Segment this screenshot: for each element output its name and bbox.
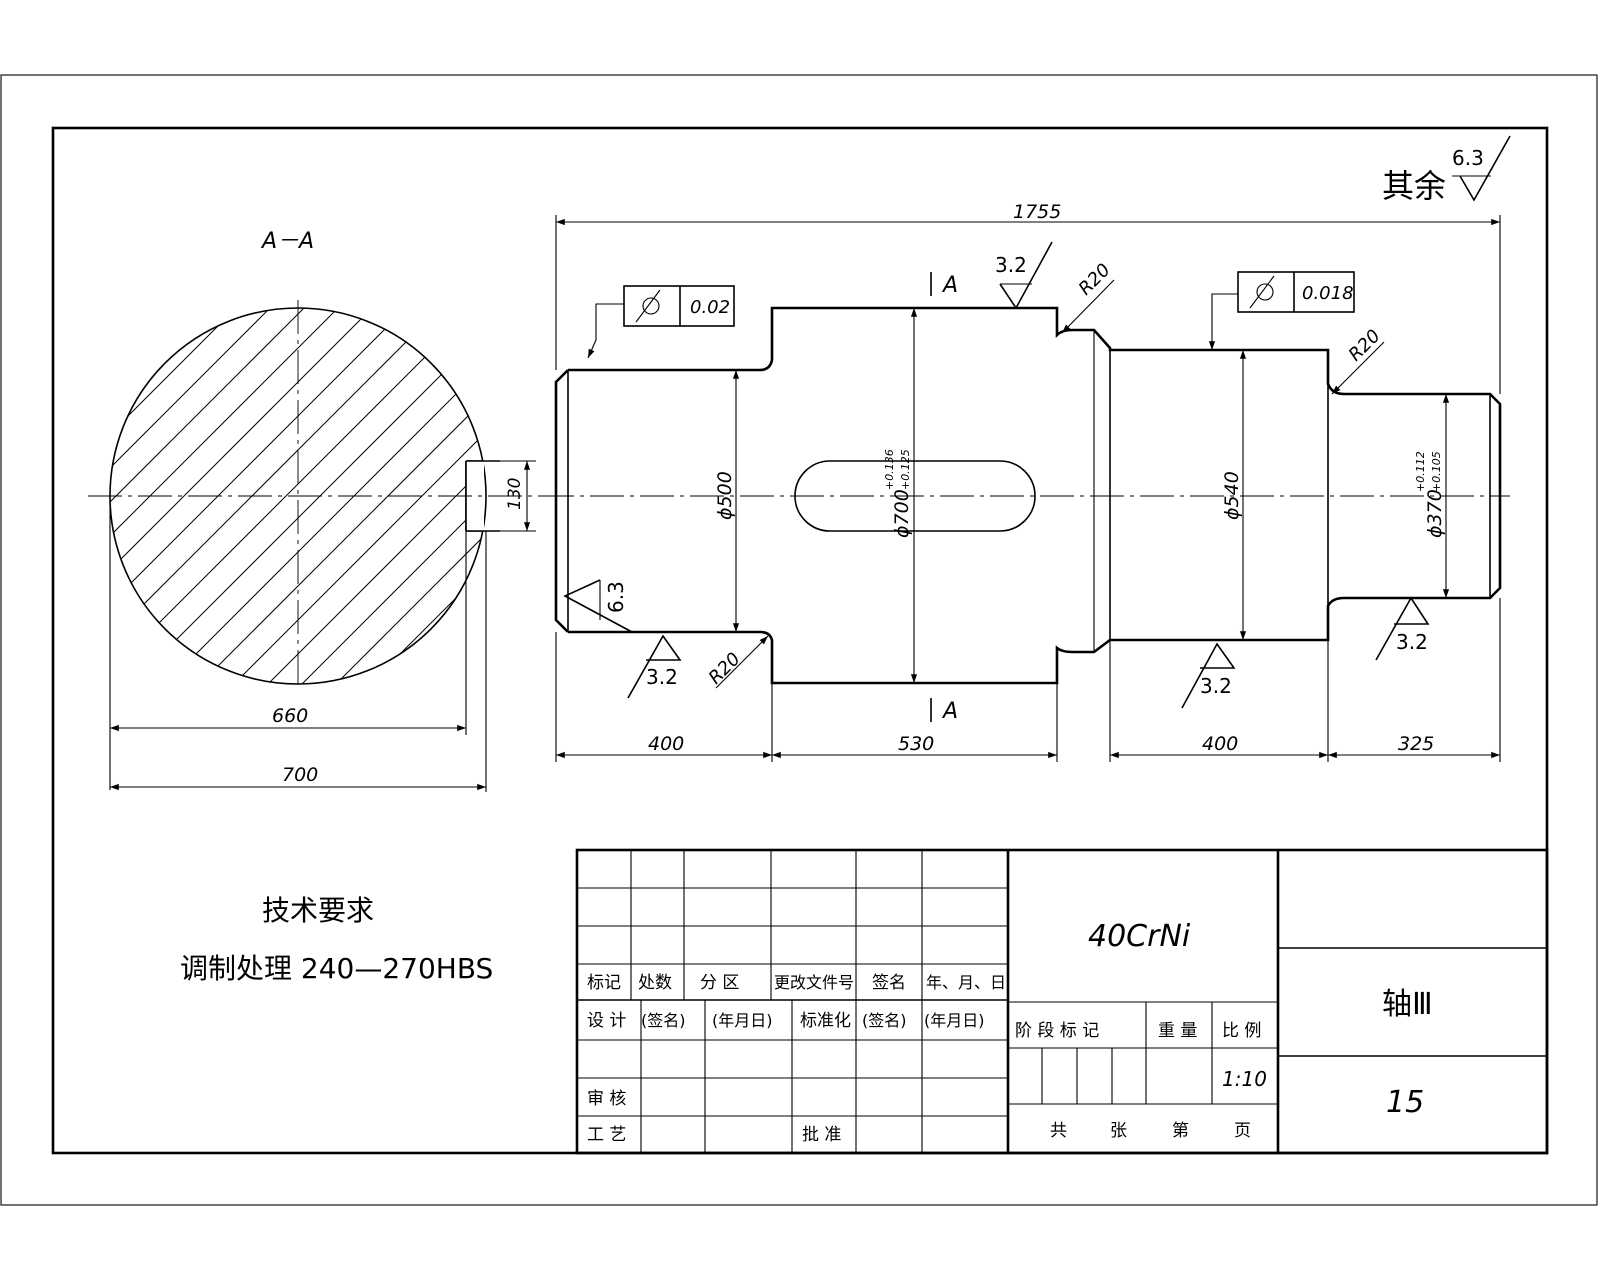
section-view: A－A 130 660 700 (88, 229, 545, 792)
process-label: 工 艺 (587, 1125, 626, 1145)
technical-requirements: 技术要求 调制处理 240—270HBS (180, 894, 493, 985)
sheets-unit-label: 张 (1110, 1121, 1127, 1141)
radius-label-3: R20 (705, 649, 745, 689)
dim-700: 700 (282, 764, 318, 786)
outer-border (0, 74, 1598, 1206)
tech-req-line: 调制处理 240—270HBS (180, 952, 493, 985)
finish-other-value: 6.3 (1452, 146, 1484, 170)
roughness-left-face: 6.3 (563, 579, 633, 633)
dim-400-a: 400 (648, 733, 684, 755)
material: 40CrNi (1088, 919, 1191, 954)
sheet-unit-label: 页 (1234, 1121, 1251, 1141)
dim-dia-700-tol-upper: +0.136 (883, 449, 896, 490)
standard-date: (年月日) (924, 1011, 985, 1030)
standard-sign: (签名) (862, 1011, 907, 1030)
dim-130: 130 (505, 478, 525, 510)
hatch-line (283, 308, 486, 684)
dim-dia-370-tol-upper: +0.112 (1414, 451, 1427, 492)
rev-header-zone: 分 区 (700, 973, 739, 993)
rev-header-mark: 标记 (587, 973, 621, 993)
runout-tolerance-left: 0.02 (587, 285, 735, 359)
rev-header-count: 处数 (638, 973, 672, 993)
radius-label-1: R20 (1075, 260, 1115, 300)
scale-value: 1:10 (1222, 1067, 1267, 1091)
shaft-view: 1755 400 530 400 325 ϕ500 ϕ700 +0.136 +0… (540, 201, 1510, 762)
scale-label: 比 例 (1222, 1021, 1261, 1041)
roughness-mid: 3.2 (1181, 642, 1236, 709)
dim-400-b: 400 (1202, 733, 1238, 755)
dim-660: 660 (272, 705, 308, 727)
roughness-top-value: 3.2 (995, 253, 1027, 277)
design-label: 设 计 (587, 1011, 626, 1031)
stage-label: 阶 段 标 记 (1015, 1021, 1099, 1041)
roughness-left-value: 3.2 (646, 665, 678, 689)
roughness-top: 3.2 (995, 241, 1053, 310)
dim-dia-500: ϕ500 (714, 471, 736, 520)
part-number: 15 (1386, 1085, 1424, 1120)
runout-icon (642, 297, 660, 315)
hatch-line (249, 308, 486, 684)
roughness-right: 3.2 (1375, 596, 1430, 661)
section-mark-top: A (941, 273, 958, 298)
dim-530: 530 (898, 733, 934, 755)
sheet-no-label: 第 (1172, 1121, 1189, 1141)
roughness-left-face-value: 6.3 (604, 581, 628, 613)
dim-325: 325 (1398, 733, 1434, 755)
dim-dia-700-tol-lower: +0.125 (899, 449, 912, 490)
review-label: 审 核 (587, 1089, 626, 1109)
section-label: A－A (260, 229, 314, 254)
title-block: 标记 处数 分 区 更改文件号 签名 年、月、日 设 计 (签名) (年月日) … (575, 848, 1549, 1155)
keyway-slot (794, 460, 1036, 532)
roughness-left: 3.2 (627, 634, 682, 699)
roughness-mid-value: 3.2 (1200, 674, 1232, 698)
surface-finish-other: 其余 6.3 (1382, 135, 1511, 205)
part-name: 轴Ⅲ (1382, 987, 1433, 1022)
runout-right-value: 0.018 (1302, 283, 1354, 304)
dim-1755: 1755 (1013, 201, 1061, 223)
hatch-line (110, 308, 323, 684)
dim-dia-370: ϕ370 (1424, 489, 1446, 538)
rev-header-docno: 更改文件号 (774, 973, 854, 992)
rev-header-sign: 签名 (872, 973, 906, 993)
runout-left-value: 0.02 (690, 297, 730, 318)
tech-req-title: 技术要求 (262, 894, 374, 927)
runout-icon-2 (1256, 283, 1274, 301)
sheets-total-label: 共 (1050, 1121, 1067, 1141)
approve-label: 批 准 (802, 1125, 841, 1145)
hatch-line (110, 308, 425, 684)
runout-tolerance-right: 0.018 (1208, 271, 1355, 351)
roughness-right-value: 3.2 (1396, 630, 1428, 654)
weight-label: 重 量 (1158, 1021, 1197, 1041)
hatch-line (110, 308, 289, 684)
dim-dia-540: ϕ540 (1221, 471, 1243, 520)
finish-other-prefix: 其余 (1382, 167, 1446, 205)
section-mark-bottom: A (941, 699, 958, 724)
design-date: (年月日) (712, 1011, 773, 1030)
radius-label-2: R20 (1345, 326, 1385, 366)
dim-dia-700: ϕ700 (891, 489, 913, 538)
standard-label: 标准化 (800, 1011, 851, 1031)
dim-dia-370-tol-lower: +0.105 (1430, 451, 1443, 492)
rev-header-date: 年、月、日 (926, 973, 1006, 992)
design-sign: (签名) (641, 1011, 686, 1030)
